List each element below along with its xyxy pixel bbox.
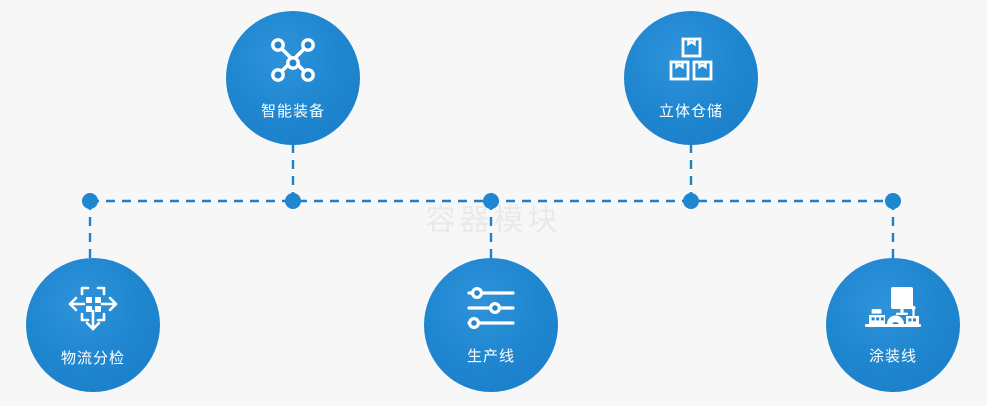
junction-dot-intelligent-equipment[interactable]: [285, 193, 301, 209]
node-label-stereo-warehouse: 立体仓储: [658, 101, 723, 120]
node-label-painting-line: 涂装线: [868, 346, 917, 365]
junction-dot-logistics-sorting[interactable]: [82, 193, 98, 209]
stacked-boxes-icon: [665, 36, 717, 84]
factory-monitor-icon: [862, 285, 924, 331]
sliders-icon: [464, 285, 518, 331]
node-intelligent-equipment[interactable]: 智能装备: [226, 11, 360, 145]
node-label-logistics-sorting: 物流分检: [60, 348, 125, 367]
junction-dot-painting-line[interactable]: [885, 193, 901, 209]
network-nodes-icon: [267, 36, 319, 84]
node-production-line[interactable]: 生产线: [424, 258, 558, 392]
node-painting-line[interactable]: 涂装线: [826, 258, 960, 392]
node-label-production-line: 生产线: [466, 346, 515, 365]
node-label-intelligent-equipment: 智能装备: [260, 101, 325, 120]
node-stereo-warehouse[interactable]: 立体仓储: [624, 11, 758, 145]
junction-dot-production-line[interactable]: [483, 193, 499, 209]
node-logistics-sorting[interactable]: 物流分检: [26, 258, 160, 392]
junction-dot-stereo-warehouse[interactable]: [683, 193, 699, 209]
sorting-arrows-icon: [66, 283, 120, 333]
